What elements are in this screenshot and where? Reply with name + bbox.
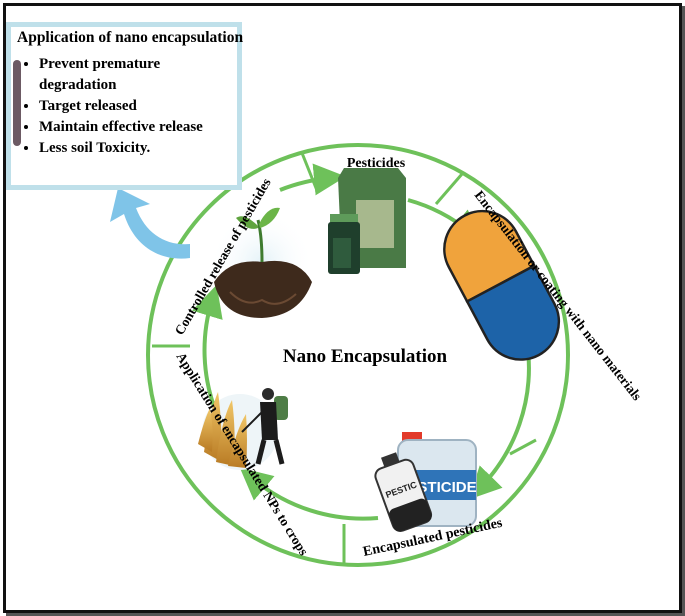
- capsule-icon: [443, 209, 561, 361]
- pesticide-container-icon: PESTICIDE PESTIC: [374, 432, 477, 532]
- list-item: Less soil Toxicity.: [39, 138, 239, 159]
- inner-ring-arc-1: [279, 163, 346, 196]
- pesticide-bag-icon: [328, 168, 406, 274]
- ring-dividers: [152, 152, 537, 564]
- soil-seedling-icon: [210, 207, 314, 318]
- list-item: Target released: [39, 96, 239, 117]
- farmer-spraying-icon: [198, 388, 288, 470]
- center-title: Nano Encapsulation: [283, 346, 448, 367]
- step-pesticides-label: Pesticides: [347, 156, 406, 171]
- info-box-list: Prevent premature degradation Target rel…: [21, 54, 239, 159]
- info-box-bar: [13, 60, 21, 146]
- list-item: Maintain effective release: [39, 117, 239, 138]
- inner-ring-arc-5: [192, 284, 223, 413]
- inner-ring-arc-3: [468, 349, 531, 500]
- outer-ring: [146, 143, 570, 567]
- list-item: Prevent premature degradation: [39, 54, 239, 96]
- info-box-title: Application of nano encapsulation: [17, 29, 244, 46]
- step-application-label: Application of encapsulated NPs to crops: [173, 350, 311, 558]
- info-box: Application of nano encapsulation Preven…: [6, 22, 244, 190]
- inner-ring-arc-4: [239, 467, 379, 521]
- curved-arrow-icon: [110, 188, 190, 259]
